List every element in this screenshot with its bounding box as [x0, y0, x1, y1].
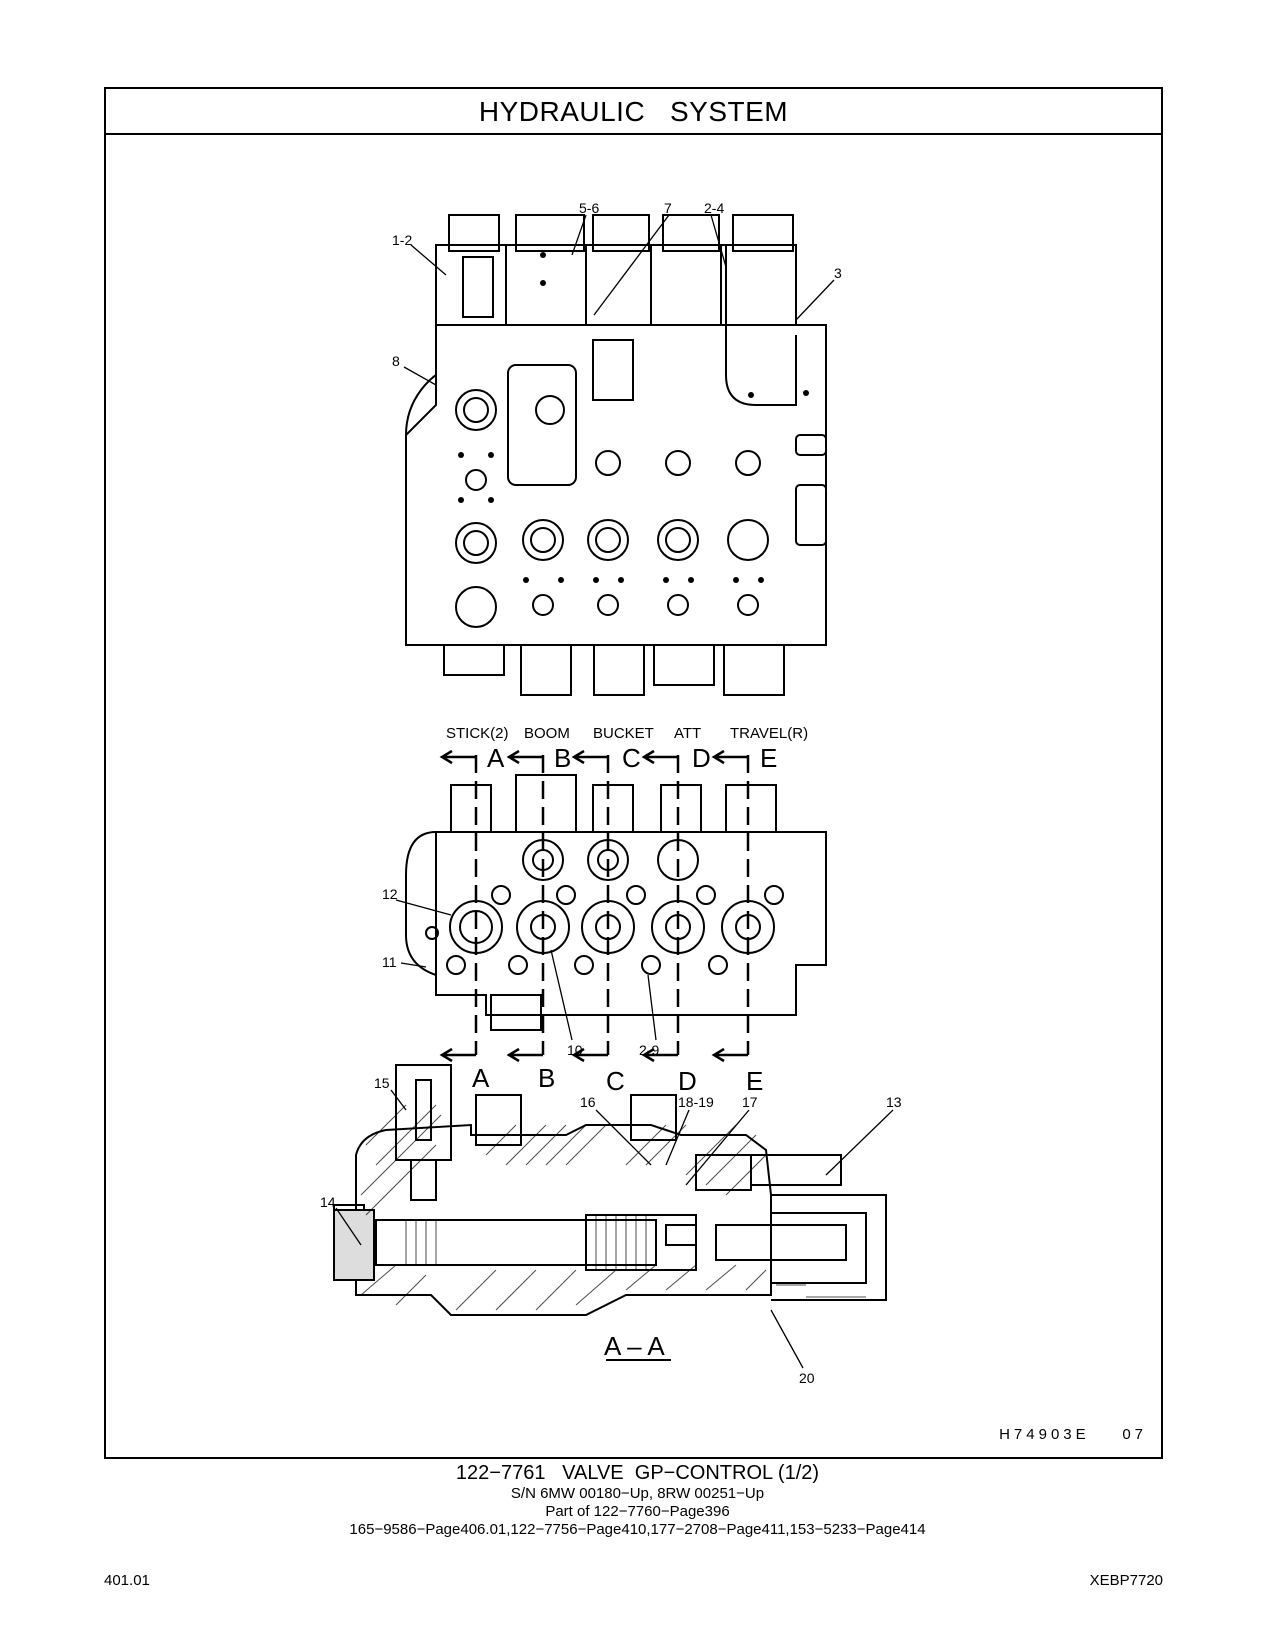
section-letter-b-bottom: B [538, 1063, 555, 1093]
column-att: ATT [674, 725, 701, 742]
section-letter-e-bottom: E [746, 1066, 763, 1096]
column-labels: STICK(2) BOOM BUCKET ATT TRAVEL(R) [446, 725, 808, 742]
column-stick: STICK(2) [446, 725, 509, 742]
callout-8: 8 [392, 353, 400, 369]
callout-20: 20 [799, 1370, 815, 1386]
column-travel: TRAVEL(R) [730, 725, 808, 742]
callout-12: 12 [382, 886, 398, 902]
page-number: 401.01 [104, 1572, 150, 1589]
section-letter-e-top: E [760, 743, 777, 773]
callout-1-2: 1-2 [392, 232, 412, 248]
caption-references: 165−9586−Page406.01,122−7756−Page410,177… [349, 1521, 926, 1538]
section-letter-c-top: C [622, 743, 641, 773]
callout-16: 16 [580, 1094, 596, 1110]
section-letters-bottom: A B C D E [472, 1063, 763, 1096]
section-letter-c-bottom: C [606, 1066, 625, 1096]
callout-18-19: 18-19 [678, 1094, 714, 1110]
figure-code: H74903E 07 [999, 1426, 1147, 1443]
section-letters-top: A B C D E [487, 743, 777, 773]
document-id: XEBP7720 [1089, 1572, 1163, 1589]
callout-13: 13 [886, 1094, 902, 1110]
figure-frame: HYDRAULIC SYSTEM [104, 87, 1163, 1459]
caption-part-of: Part of 122−7760−Page396 [545, 1503, 730, 1520]
top-view [405, 214, 827, 696]
column-bucket: BUCKET [593, 725, 654, 742]
callout-labels: 1-2 5-6 7 2-4 3 8 12 11 10 2-9 15 16 18-… [320, 200, 902, 1386]
callout-7: 7 [664, 200, 672, 216]
callout-2-9: 2-9 [639, 1042, 659, 1058]
section-view [333, 1064, 887, 1316]
section-letter-a-bottom: A [472, 1063, 490, 1093]
callout-10: 10 [567, 1042, 583, 1058]
callout-14: 14 [320, 1194, 336, 1210]
section-letter-b-top: B [554, 743, 571, 773]
callout-17: 17 [742, 1094, 758, 1110]
caption-serial: S/N 6MW 00180−Up, 8RW 00251−Up [510, 1485, 765, 1502]
callout-15: 15 [374, 1075, 390, 1091]
page-title: HYDRAULIC SYSTEM [478, 96, 789, 127]
callout-2-4: 2-4 [704, 200, 724, 216]
valve-drawing: 1-2 5-6 7 2-4 3 8 12 11 10 2-9 15 16 18-… [320, 200, 902, 1386]
section-letter-d-top: D [692, 743, 711, 773]
section-letter-a-top: A [487, 743, 505, 773]
front-view [405, 774, 827, 1031]
title-bar: HYDRAULIC SYSTEM [106, 89, 1161, 135]
section-letter-d-bottom: D [678, 1066, 697, 1096]
column-boom: BOOM [524, 725, 570, 742]
section-label: A – A [604, 1331, 665, 1361]
callout-3: 3 [834, 265, 842, 281]
caption-title: 122−7761 VALVE GP−CONTROL (1/2) [455, 1462, 820, 1484]
callout-11: 11 [382, 954, 397, 970]
callout-5-6: 5-6 [579, 200, 599, 216]
